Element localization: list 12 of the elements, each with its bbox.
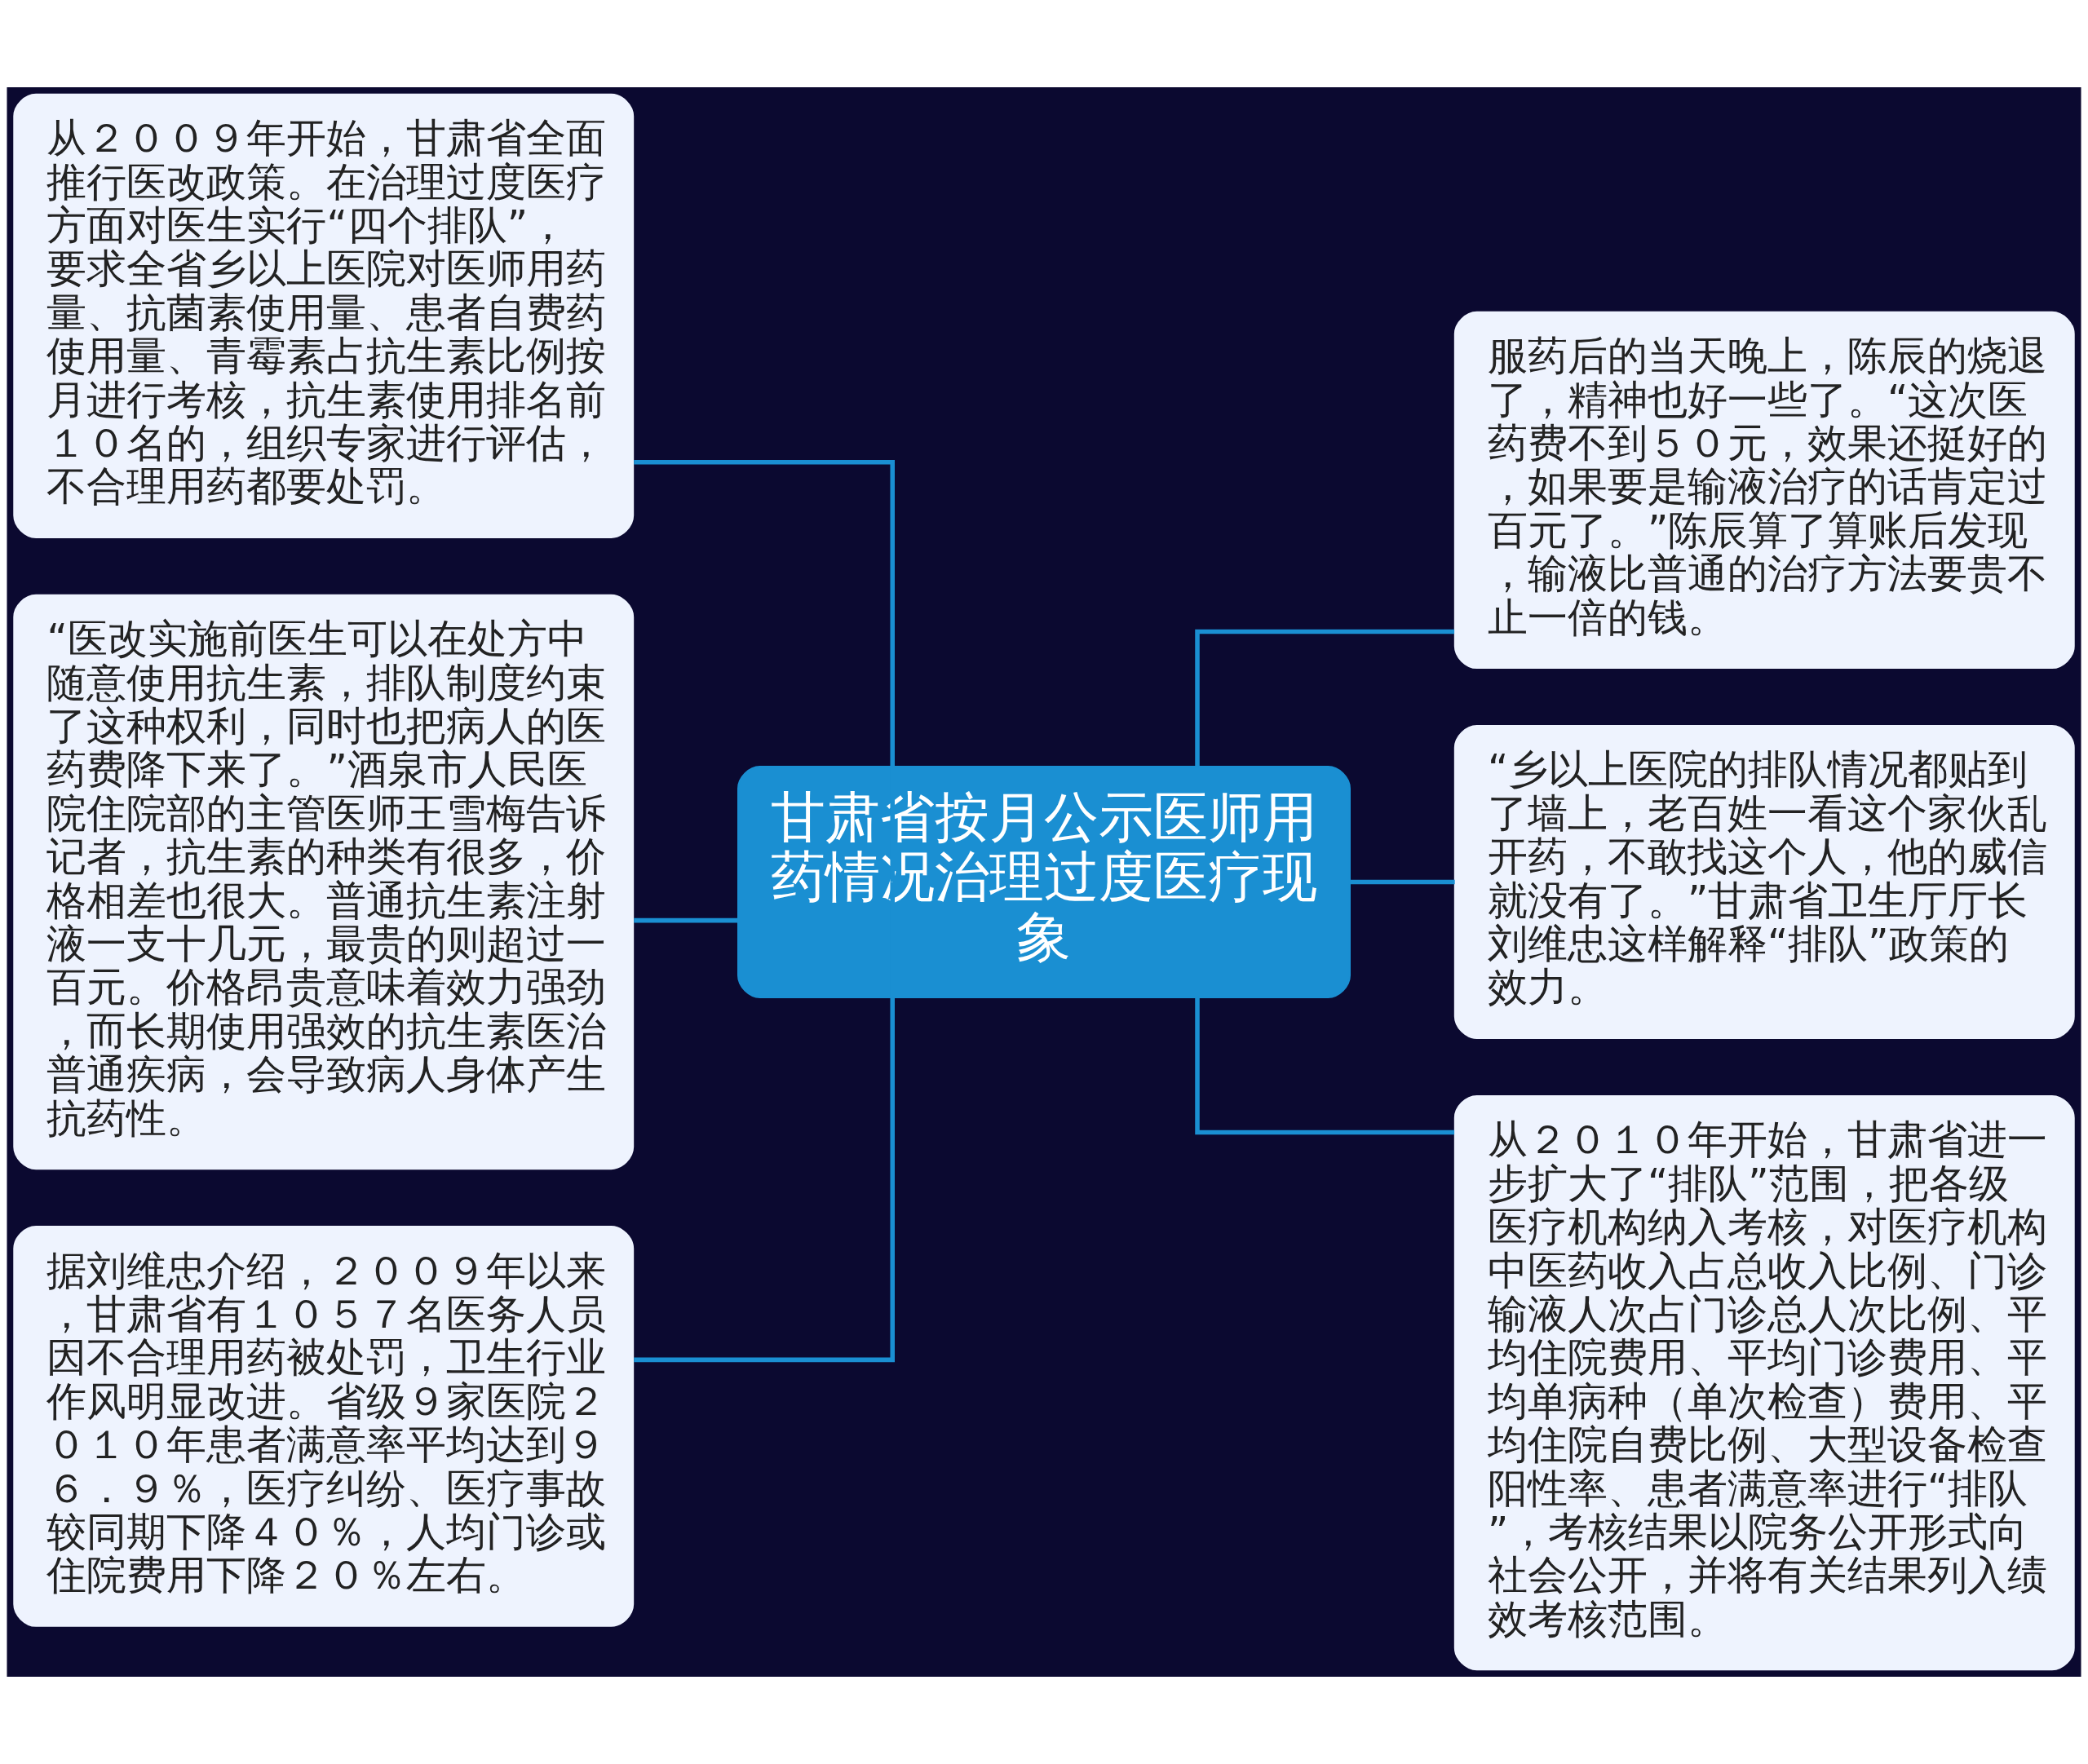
node-box: 从２０１０年开始，甘肃省进一步扩大了“排队”范围，把各级医疗机构纳入考核，对医疗机构中医药收入占总收入比例、门诊输液人次占门诊总人次比例、平均住院费用、平均门诊费用、平均单病种（单次检查）费用、平均住院自费比例、大型设备检查阳性率、患者满意率进行“排队”，考核结果以院务公开形式向社会公开，并将有关结果列入绩效考核范围。 <box>1453 1094 2075 1671</box>
node-box: “乡以上医院的排队情况都贴到了墙上，老百姓一看这个家伙乱开药，不敢找这个人，他的威信就没有了。”甘肃省卫生厅厅长刘维忠这样解释“排队”政策的效力。 <box>1453 725 2075 1039</box>
node-box: 据刘维忠介绍，２００９年以来，甘肃省有１０５７名医务人员因不合理用药被处罚，卫生行业作风明显改进。省级９家医院２０１０年患者满意率平均达到９６．９％，医疗纠纷、医疗事故较同期下降４０％，人均门诊或住院费用下降２０％左右。 <box>13 1226 635 1627</box>
connector <box>634 460 895 882</box>
node-box: “医改实施前医生可以在处方中随意使用抗生素，排队制度约束了这种权利，同时也把病人的医药费降下来了。”酒泉市人民医院住院部的主管医师王雪梅告诉记者，抗生素的种类有很多，价格相差也很大。普通抗生素注射液一支十几元，最贵的则超过一百元。价格昂贵意味着效力强劲，而长期使用强效的抗生素医治普通疾病，会导致病人身体产生抗药性。 <box>13 594 635 1170</box>
connector <box>1350 879 1455 885</box>
node-box: 从２００９年开始，甘肃省全面推行医改政策。在治理过度医疗方面对医生实行“四个排队”，要求全省乡以上医院对医师用药量、抗菌素使用量、患者自费药使用量、青霉素占抗生素比例按月进行考核，抗生素使用排名前１０名的，组织专家进行评估，不合理用药都要处罚。 <box>13 93 635 538</box>
node-box: 服药后的当天晚上，陈辰的烧退了，精神也好一些了。“这次医药费不到５０元，效果还挺好的，如果要是输液治疗的话肯定过百元了。”陈辰算了算账后发现，输液比普通的治疗方法要贵不止一倍的钱。 <box>1453 311 2075 670</box>
connector <box>634 917 737 923</box>
connector <box>1195 629 1455 767</box>
connector <box>1195 997 1455 1135</box>
connector <box>634 882 895 1363</box>
